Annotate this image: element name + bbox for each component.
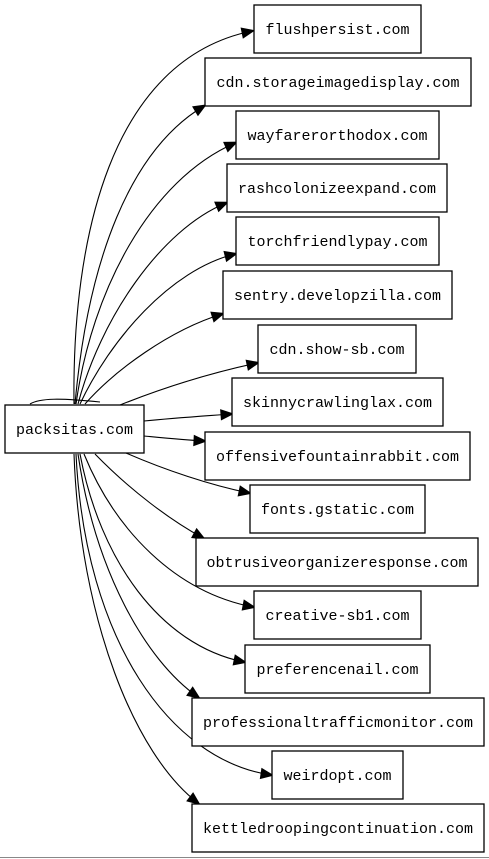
edge-wayfarerorthodox-com	[75, 141, 239, 405]
target-node-label: cdn.show-sb.com	[269, 342, 404, 359]
arrowhead	[240, 27, 256, 39]
target-node-label: obtrusiveorganizeresponse.com	[206, 555, 467, 572]
arrowhead	[237, 485, 253, 497]
edge-cdn-show-sb-com	[119, 359, 261, 406]
target-node[interactable]: obtrusiveorganizeresponse.com	[195, 537, 479, 587]
arrowhead	[186, 686, 201, 699]
edge-self-loop	[29, 398, 101, 405]
edge-weirdopt-com	[75, 453, 275, 780]
target-node[interactable]: offensivefountainrabbit.com	[204, 431, 471, 481]
arrowhead	[192, 104, 207, 117]
edge-offensivefountainrabbit-com	[143, 434, 208, 447]
target-node[interactable]: cdn.storageimagedisplay.com	[204, 57, 472, 107]
arrowhead	[223, 141, 239, 153]
edge-fonts-gstatic-com	[125, 452, 253, 497]
edge-kettledroopingcontinuation-com	[73, 453, 201, 805]
target-node-label: rashcolonizeexpand.com	[238, 181, 436, 198]
target-node[interactable]: fonts.gstatic.com	[249, 484, 426, 534]
target-node-label: torchfriendlypay.com	[247, 234, 427, 251]
arrowhead	[223, 250, 239, 263]
target-node-label: fonts.gstatic.com	[261, 502, 414, 519]
arrowhead	[210, 311, 226, 323]
arrowhead	[245, 359, 261, 371]
target-node-label: offensivefountainrabbit.com	[216, 449, 459, 466]
target-node-label: preferencenail.com	[256, 662, 418, 679]
target-node[interactable]: professionaltrafficmonitor.com	[191, 697, 485, 747]
target-node-label: kettledroopingcontinuation.com	[203, 821, 473, 838]
edge-cdn-storageimagedisplay-com	[74, 104, 207, 405]
edge-sentry-developzilla-com	[84, 311, 226, 405]
target-node-label: wayfarerorthodox.com	[247, 128, 427, 145]
target-node-label: flushpersist.com	[265, 22, 409, 39]
target-node[interactable]: wayfarerorthodox.com	[235, 110, 440, 160]
target-node[interactable]: skinnycrawlinglax.com	[231, 377, 444, 427]
target-node[interactable]: flushpersist.com	[253, 4, 422, 54]
edge-obtrusiveorganizeresponse-com	[94, 453, 206, 540]
target-node-label: cdn.storageimagedisplay.com	[216, 75, 459, 92]
target-node-label: professionaltrafficmonitor.com	[203, 715, 473, 732]
target-node[interactable]: torchfriendlypay.com	[235, 216, 440, 266]
target-node[interactable]: sentry.developzilla.com	[222, 270, 453, 320]
source-node-label: packsitas.com	[16, 422, 133, 439]
arrowhead	[220, 409, 235, 421]
target-node[interactable]: rashcolonizeexpand.com	[226, 163, 448, 213]
target-node[interactable]: creative-sb1.com	[253, 590, 422, 640]
edge-rashcolonizeexpand-com	[77, 201, 230, 405]
edge-professionaltrafficmonitor-com	[77, 453, 201, 699]
arrowhead	[214, 201, 230, 213]
target-node[interactable]: preferencenail.com	[244, 644, 431, 694]
arrowhead	[232, 654, 248, 666]
arrowhead	[241, 599, 257, 611]
target-node[interactable]: kettledroopingcontinuation.com	[191, 803, 485, 853]
target-node-label: sentry.developzilla.com	[234, 288, 441, 305]
arrowhead	[193, 434, 208, 447]
edges-layer	[29, 27, 275, 805]
target-node-label: creative-sb1.com	[265, 608, 409, 625]
arrowhead	[186, 792, 201, 805]
target-node[interactable]: cdn.show-sb.com	[257, 324, 417, 374]
edge-flushpersist-com	[73, 27, 256, 405]
edge-skinnycrawlinglax-com	[143, 409, 235, 422]
edge-torchfriendlypay-com	[79, 250, 239, 405]
edge-preferencenail-com	[79, 453, 248, 666]
target-node-label: weirdopt.com	[283, 768, 391, 785]
target-node-label: skinnycrawlinglax.com	[243, 395, 432, 412]
target-node[interactable]: weirdopt.com	[271, 750, 404, 800]
nodes-layer: packsitas.com flushpersist.com cdn.storag…	[4, 4, 485, 853]
source-node[interactable]: packsitas.com	[4, 404, 145, 454]
arrowhead	[259, 767, 275, 780]
edge-creative-sb1-com	[83, 453, 257, 611]
